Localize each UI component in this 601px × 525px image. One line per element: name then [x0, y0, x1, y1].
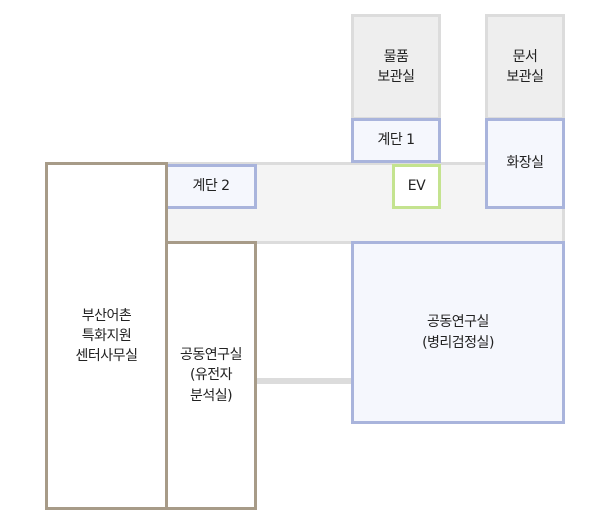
room-goods-storage-label: 물품 보관실: [377, 48, 415, 85]
room-stairs-1[interactable]: 계단 1: [351, 118, 441, 163]
room-pathology-lab-label: 공동연구실 (병리검정실): [422, 314, 494, 351]
room-document-storage-label: 문서 보관실: [506, 48, 544, 85]
room-pathology-lab[interactable]: 공동연구실 (병리검정실): [351, 241, 565, 424]
room-document-storage[interactable]: 문서 보관실: [485, 14, 565, 120]
room-elevator-label: EV: [407, 178, 426, 195]
room-genetic-lab[interactable]: 공동연구실 (유전자 분석실): [165, 241, 257, 510]
room-restroom-label: 화장실: [506, 155, 544, 172]
room-genetic-lab-label: 공동연구실 (유전자 분석실): [180, 347, 242, 404]
room-goods-storage[interactable]: 물품 보관실: [351, 14, 441, 120]
room-office-label: 부산어촌 특화지원 센터사무실: [75, 307, 138, 365]
room-restroom[interactable]: 화장실: [485, 118, 565, 209]
room-elevator[interactable]: EV: [392, 164, 441, 209]
room-stairs-2-label: 계단 2: [192, 178, 230, 195]
room-stairs-2[interactable]: 계단 2: [165, 164, 257, 209]
room-stairs-1-label: 계단 1: [377, 132, 415, 149]
room-office[interactable]: 부산어촌 특화지원 센터사무실: [45, 162, 168, 510]
connector-corridor: [256, 378, 354, 384]
